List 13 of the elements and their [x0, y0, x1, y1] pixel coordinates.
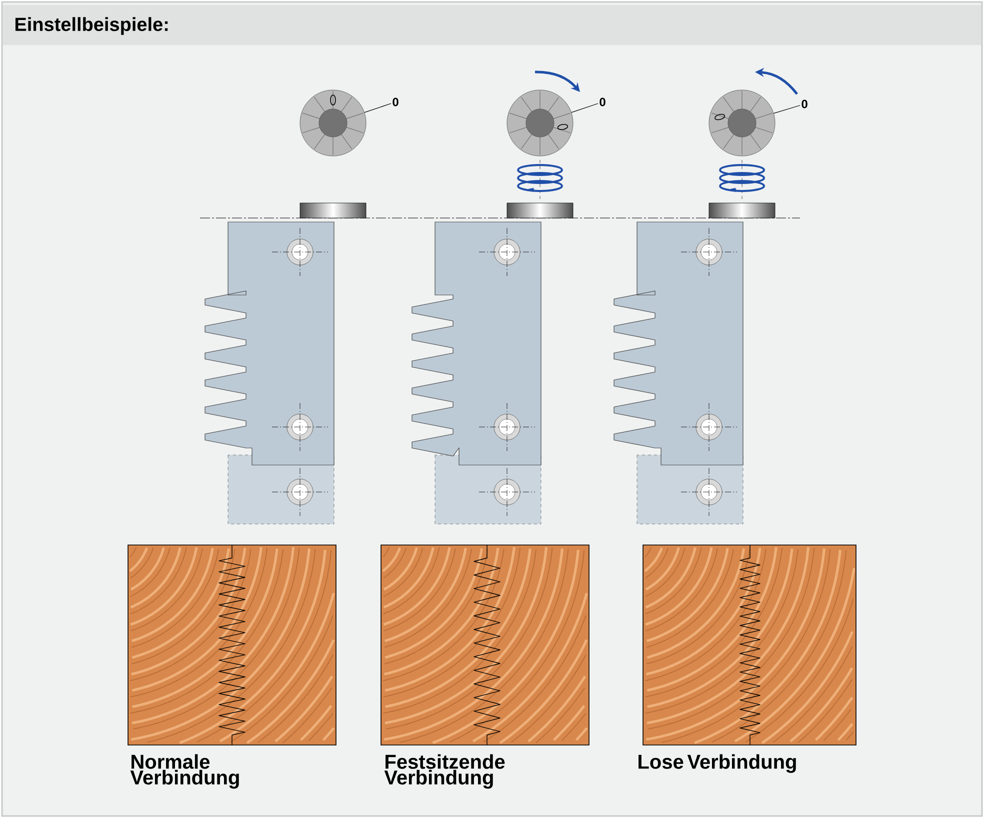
dial-drawing [506, 90, 574, 156]
leader-line [773, 105, 800, 114]
title-bar: Einstellbeispiele: [3, 5, 981, 45]
caption: Normale Verbindung [130, 754, 239, 789]
leader-line [364, 103, 392, 113]
dial-mark-label: 0 [392, 98, 398, 106]
dial-mark-label: 0 [600, 98, 606, 106]
leader-line [571, 103, 598, 113]
caption: Lose Verbindung [638, 754, 796, 773]
dial-drawing [300, 90, 366, 156]
dial-mark-label: 0 [802, 100, 808, 108]
dial-drawing [708, 90, 776, 156]
caption: Festsitzende Verbindung [384, 754, 505, 789]
